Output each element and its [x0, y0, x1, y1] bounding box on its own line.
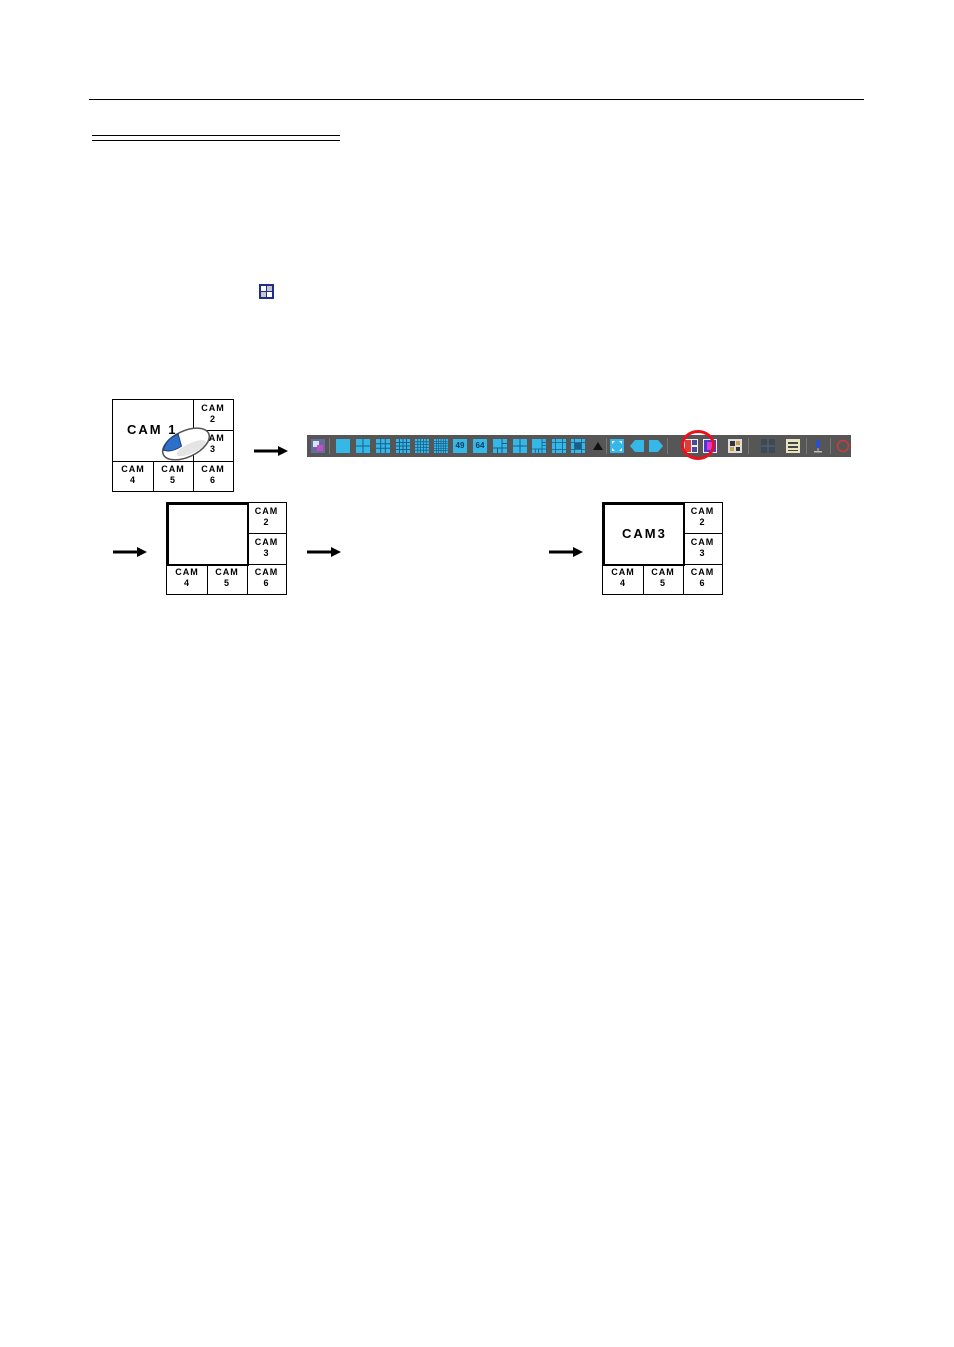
record-icon[interactable]: [836, 439, 850, 453]
mouse-icon: [161, 427, 211, 461]
screen-layout-edit-icon[interactable]: [728, 439, 742, 453]
layout-9-icon[interactable]: [376, 439, 390, 453]
layout-10-icon[interactable]: [532, 439, 546, 453]
layout-8-icon[interactable]: [513, 439, 527, 453]
main-cam-label: CAM 1: [127, 422, 178, 437]
layout-64-button[interactable]: 64: [473, 439, 487, 453]
next-icon[interactable]: [649, 439, 663, 453]
layout-49-button[interactable]: 49: [453, 439, 467, 453]
highlight-circle: [681, 430, 715, 460]
fullscreen-icon[interactable]: [610, 439, 624, 453]
layout-16-icon[interactable]: [396, 439, 410, 453]
arrow-icon: [113, 547, 147, 557]
layout-25-icon[interactable]: [415, 439, 429, 453]
display-mode-icon[interactable]: [311, 439, 325, 453]
panel-icon[interactable]: [786, 439, 800, 453]
triangle-up-icon[interactable]: [591, 439, 605, 453]
microphone-icon[interactable]: [811, 439, 825, 453]
arrow-icon: [307, 547, 341, 557]
toolbar: 49 64: [307, 435, 851, 457]
layout-6-icon[interactable]: [493, 439, 507, 453]
header-rule: [89, 99, 864, 100]
layout-36-icon[interactable]: [434, 439, 448, 453]
sequence-icon[interactable]: [761, 439, 775, 453]
layout-13-icon[interactable]: [552, 439, 566, 453]
swap-screen-icon: [259, 284, 274, 299]
layout-4-icon[interactable]: [356, 439, 370, 453]
main-cam-label: CAM3: [622, 526, 667, 541]
section-title-underline: [92, 135, 340, 141]
arrow-icon: [549, 547, 583, 557]
layout-1-icon[interactable]: [336, 439, 350, 453]
previous-icon[interactable]: [630, 439, 644, 453]
arrow-icon: [254, 446, 288, 456]
layout-custom-icon[interactable]: [571, 439, 585, 453]
